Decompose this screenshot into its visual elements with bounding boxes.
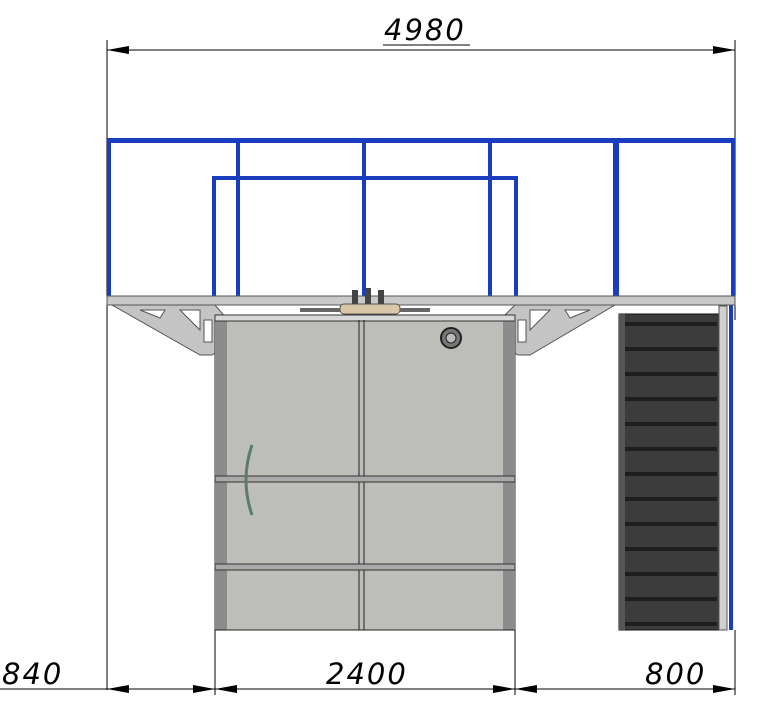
left-offset-label: 840 xyxy=(2,657,63,691)
tank xyxy=(214,288,516,631)
rear-top-rail xyxy=(212,176,518,180)
stair-tread xyxy=(625,472,717,476)
stair-tread xyxy=(625,397,717,401)
overall-width-label: 4980 xyxy=(384,13,466,47)
stair-right-post xyxy=(718,305,728,631)
tank-frame-left xyxy=(215,315,227,630)
stair-tread xyxy=(625,522,717,526)
stair-tread xyxy=(625,347,717,351)
right-bracket xyxy=(499,304,617,356)
bottom-dimensions: 840 2400 800 xyxy=(0,630,736,695)
stair-tread xyxy=(625,322,717,326)
left-bracket-cutout-1 xyxy=(139,309,166,319)
top-rail xyxy=(107,138,735,143)
stairs xyxy=(618,305,728,631)
stair-left-edge xyxy=(619,314,625,630)
left-bracket-cutout-2 xyxy=(178,309,201,332)
stair-tread xyxy=(625,422,717,426)
porthole-inner xyxy=(445,332,457,344)
tank-top-lip xyxy=(214,314,516,322)
tank-body xyxy=(214,314,516,631)
tank-band-2 xyxy=(214,563,516,571)
right-bracket-cutout-1 xyxy=(564,309,591,319)
tank-frame-right xyxy=(503,315,515,630)
stair-tread xyxy=(625,572,717,576)
sight-glass xyxy=(244,444,254,516)
stair-width-label: 800 xyxy=(645,657,706,691)
left-bracket-cutout-3 xyxy=(203,319,213,343)
stair-tread xyxy=(625,372,717,376)
deck-beam xyxy=(106,295,736,306)
stair-tread xyxy=(625,447,717,451)
stair-tread xyxy=(625,547,717,551)
overall-width-dimension: 4980 xyxy=(106,13,736,690)
stair-tread xyxy=(625,497,717,501)
stair-tread xyxy=(625,622,717,626)
tank-band-1 xyxy=(214,475,516,483)
right-bracket-cutout-2 xyxy=(529,309,552,332)
tank-width-label: 2400 xyxy=(326,657,408,691)
platform-deck xyxy=(106,295,736,356)
top-fittings xyxy=(300,288,430,315)
stair-tread xyxy=(625,597,717,601)
right-bracket-cutout-3 xyxy=(517,319,527,343)
platform-railing xyxy=(107,138,735,630)
